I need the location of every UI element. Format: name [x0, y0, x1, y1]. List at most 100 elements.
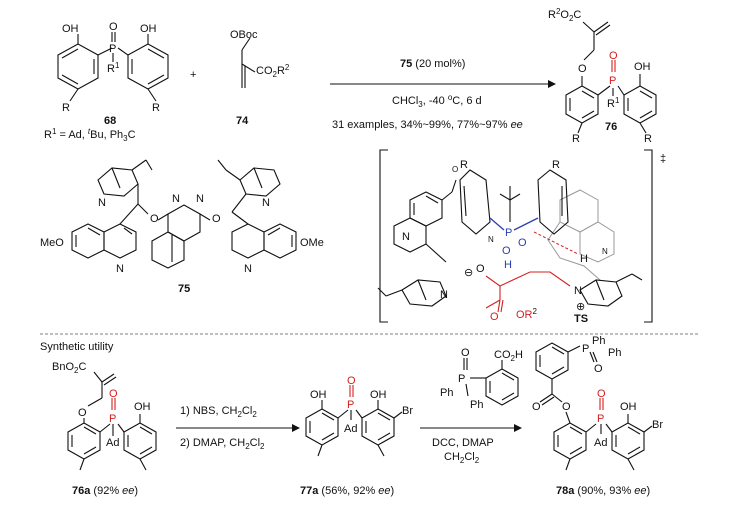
- step-3-conditions-line-1: DCC, DMAP: [432, 437, 494, 449]
- cmp77a-oh-left: OH: [310, 389, 327, 401]
- cmp78a-phosphoryl-o: O: [597, 388, 606, 400]
- reagent-ph-2: Ph: [470, 399, 483, 411]
- catalyst-75-structure: N O MeO N N N O N OMe N 75: [40, 159, 324, 295]
- catalyst-o-right: O: [212, 213, 221, 225]
- cmp68-r-left: R: [62, 102, 70, 114]
- cmp78a-br: Br: [652, 419, 663, 431]
- step-2-conditions: 2) DMAP, CH2Cl2: [180, 437, 265, 451]
- cmp68-o: O: [109, 21, 118, 33]
- reaction-arrow-main: 75 (20 mol%) CHCl3, -40 oC, 6 d 31 examp…: [330, 58, 556, 131]
- reaction-arrow-esterification: DCC, DMAP CH2Cl2: [420, 424, 522, 465]
- ts-o-minus: O: [476, 263, 485, 275]
- ts-label: TS: [574, 313, 588, 325]
- ts-h1: H: [504, 259, 512, 271]
- catalyst-ome: OMe: [300, 237, 324, 249]
- ts-h2: H: [580, 253, 588, 265]
- reaction-scope: 31 examples, 34%~99%, 77%~97% ee: [332, 119, 523, 131]
- cmp78a-caption: 78a (90%, 93% ee): [556, 485, 650, 497]
- cmp76-r-left: R: [572, 133, 580, 145]
- reaction-arrow-bromination: 1) NBS, CH2Cl2 2) DMAP, CH2Cl2: [176, 405, 300, 451]
- catalyst-meo: MeO: [40, 237, 64, 249]
- ts-n-quinoline: N: [402, 231, 410, 243]
- transition-state: ‡ N O N R R P N O O H: [377, 149, 666, 325]
- plus-sign: +: [190, 69, 196, 81]
- ts-p: P: [505, 227, 512, 239]
- step-3-conditions-line-2: CH2Cl2: [444, 451, 480, 465]
- reagent-phosphinoyl-benzoic-acid: O P Ph Ph CO2H: [440, 347, 523, 411]
- catalyst-n-quinoline-right: N: [244, 263, 252, 275]
- compound-68: OH OH O P R1 R R 68 R1 = Ad, tBu, Ph3C: [44, 21, 169, 143]
- cmp76a-caption: 76a (92% ee): [72, 485, 138, 497]
- cmp68-r-right: R: [152, 102, 160, 114]
- cmp76a-ester: BnO2C: [52, 361, 86, 375]
- reagent-co2h: CO2H: [494, 349, 523, 363]
- compound-77a: OH O P OH Br Ad 77a (56%, 92% ee): [300, 375, 413, 497]
- reagent-o: O: [461, 347, 470, 359]
- cmp76a-phosphoryl-o: O: [109, 388, 118, 400]
- reaction-conditions: CHCl3, -40 oC, 6 d: [392, 93, 482, 109]
- cmp78a-ester-o: O: [562, 401, 571, 413]
- ts-n-cation: N: [574, 285, 582, 297]
- cmp76a-p: P: [109, 413, 116, 425]
- cmp76-r-right: R: [644, 133, 652, 145]
- cmp78a-ad: Ad: [594, 437, 607, 449]
- cmp68-p: P: [109, 43, 116, 55]
- cmp68-label: 68: [104, 115, 116, 127]
- compound-78a: Ph P Ph O O O O P OH Br Ad 78a (90%,: [532, 335, 663, 497]
- cmp74-co2r2: CO2R2: [256, 63, 290, 79]
- reagent-p: P: [458, 373, 465, 385]
- ts-plus: ⊕: [576, 301, 585, 313]
- cmp78a-ph-2: Ph: [608, 347, 621, 359]
- catalyst-n-right: N: [262, 197, 270, 209]
- compound-76: R2O2C O O P OH R1 R R 76: [548, 7, 657, 145]
- catalyst-n-left: N: [98, 197, 106, 209]
- catalyst-nn-left: N: [172, 193, 180, 205]
- cmp76-label: 76: [605, 121, 617, 133]
- cmp76a-ad: Ad: [106, 437, 119, 449]
- cmp78a-oh: OH: [620, 401, 637, 413]
- cmp78a-ph-1: Ph: [592, 335, 605, 347]
- reagent-ph-1: Ph: [440, 387, 453, 399]
- compound-74: OBoc CO2R2 74: [230, 29, 290, 127]
- ts-ester-o: O: [490, 311, 499, 323]
- cmp77a-ad: Ad: [344, 423, 357, 435]
- ts-dagger: ‡: [660, 153, 666, 165]
- cmp76-phosphoryl-o: O: [609, 50, 618, 62]
- ts-n-plus: N: [488, 235, 494, 244]
- cmp77a-oh-right: OH: [370, 389, 387, 401]
- catalyst-label: 75: [178, 283, 190, 295]
- cmp77a-p: P: [347, 399, 354, 411]
- cmp77a-caption: 77a (56%, 92% ee): [300, 485, 394, 497]
- ts-r-right: R: [552, 159, 560, 171]
- cmp78a-p: P: [597, 413, 604, 425]
- cmp78a-p-oxide-o: O: [594, 363, 603, 375]
- cmp77a-br: Br: [402, 405, 413, 417]
- cmp68-r1: R1: [107, 61, 120, 75]
- ts-r-left: R: [460, 159, 468, 171]
- cmp76-ester: R2O2C: [548, 7, 581, 23]
- ts-methoxy-o: O: [452, 165, 458, 174]
- catalyst-n-quinoline-left: N: [116, 263, 124, 275]
- ts-n-quinoline-grey: N: [602, 247, 608, 256]
- synthetic-utility-heading: Synthetic utility: [40, 341, 114, 353]
- cmp78a-p-top: P: [582, 343, 589, 355]
- ts-or2: OR2: [516, 307, 538, 321]
- cmp68-r1-definition: R1 = Ad, tBu, Ph3C: [44, 127, 136, 143]
- cmp76-oh: OH: [634, 61, 651, 73]
- ts-o2: O: [518, 237, 527, 249]
- cmp77a-phosphoryl-o: O: [347, 375, 356, 387]
- cmp68-oh-right: OH: [140, 23, 157, 35]
- compound-76a: BnO2C O O P OH Ad 76a (92% ee): [52, 361, 157, 497]
- cmp68-oh-left: OH: [62, 23, 79, 35]
- cmp76-r1: R1: [607, 96, 620, 110]
- cmp74-oboc: OBoc: [230, 29, 258, 41]
- ts-minus: ⊖: [464, 267, 473, 279]
- cmp76a-ether-o: O: [78, 407, 87, 419]
- cmp78a-carbonyl-o: O: [532, 401, 541, 413]
- cmp76-p: P: [609, 75, 616, 87]
- cmp76-ether-o: O: [578, 63, 587, 75]
- cmp74-label: 74: [236, 115, 249, 127]
- step-1-conditions: 1) NBS, CH2Cl2: [180, 405, 257, 419]
